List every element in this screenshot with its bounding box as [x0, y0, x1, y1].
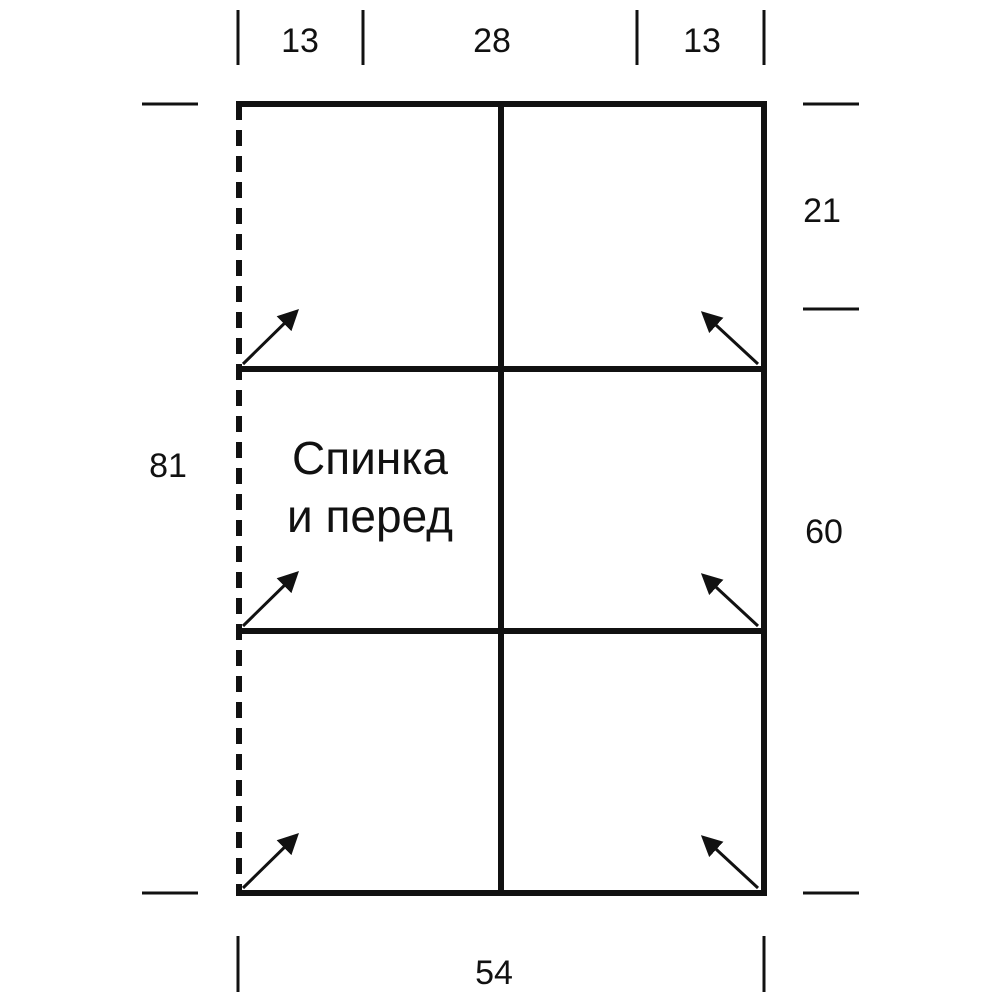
dim-top-left: 13	[281, 22, 319, 60]
dim-top-center: 28	[473, 22, 511, 60]
dim-right-upper: 21	[803, 192, 841, 230]
direction-arrows	[241, 309, 760, 890]
piece-label-line-2: и перед	[287, 490, 453, 542]
arrow-up-left-middle-right	[700, 573, 760, 628]
dim-top-right: 13	[683, 22, 721, 60]
piece-label-line-1: Спинка	[292, 432, 448, 484]
arrow-up-left-bottom-right	[700, 835, 760, 890]
dim-right-lower: 60	[805, 513, 843, 551]
top-dimension-ticks	[236, 10, 766, 65]
dim-left-height: 81	[149, 447, 187, 485]
arrow-up-right-bottom-left	[241, 833, 299, 890]
side-guide-lines	[142, 102, 859, 895]
arrow-up-left-top-right	[700, 311, 760, 366]
panel-outline	[236, 101, 767, 896]
arrow-up-right-top-left	[241, 309, 299, 366]
bottom-dimension-ticks	[236, 936, 766, 992]
arrow-up-right-middle-left	[241, 571, 299, 628]
dim-bottom-width: 54	[475, 954, 513, 992]
